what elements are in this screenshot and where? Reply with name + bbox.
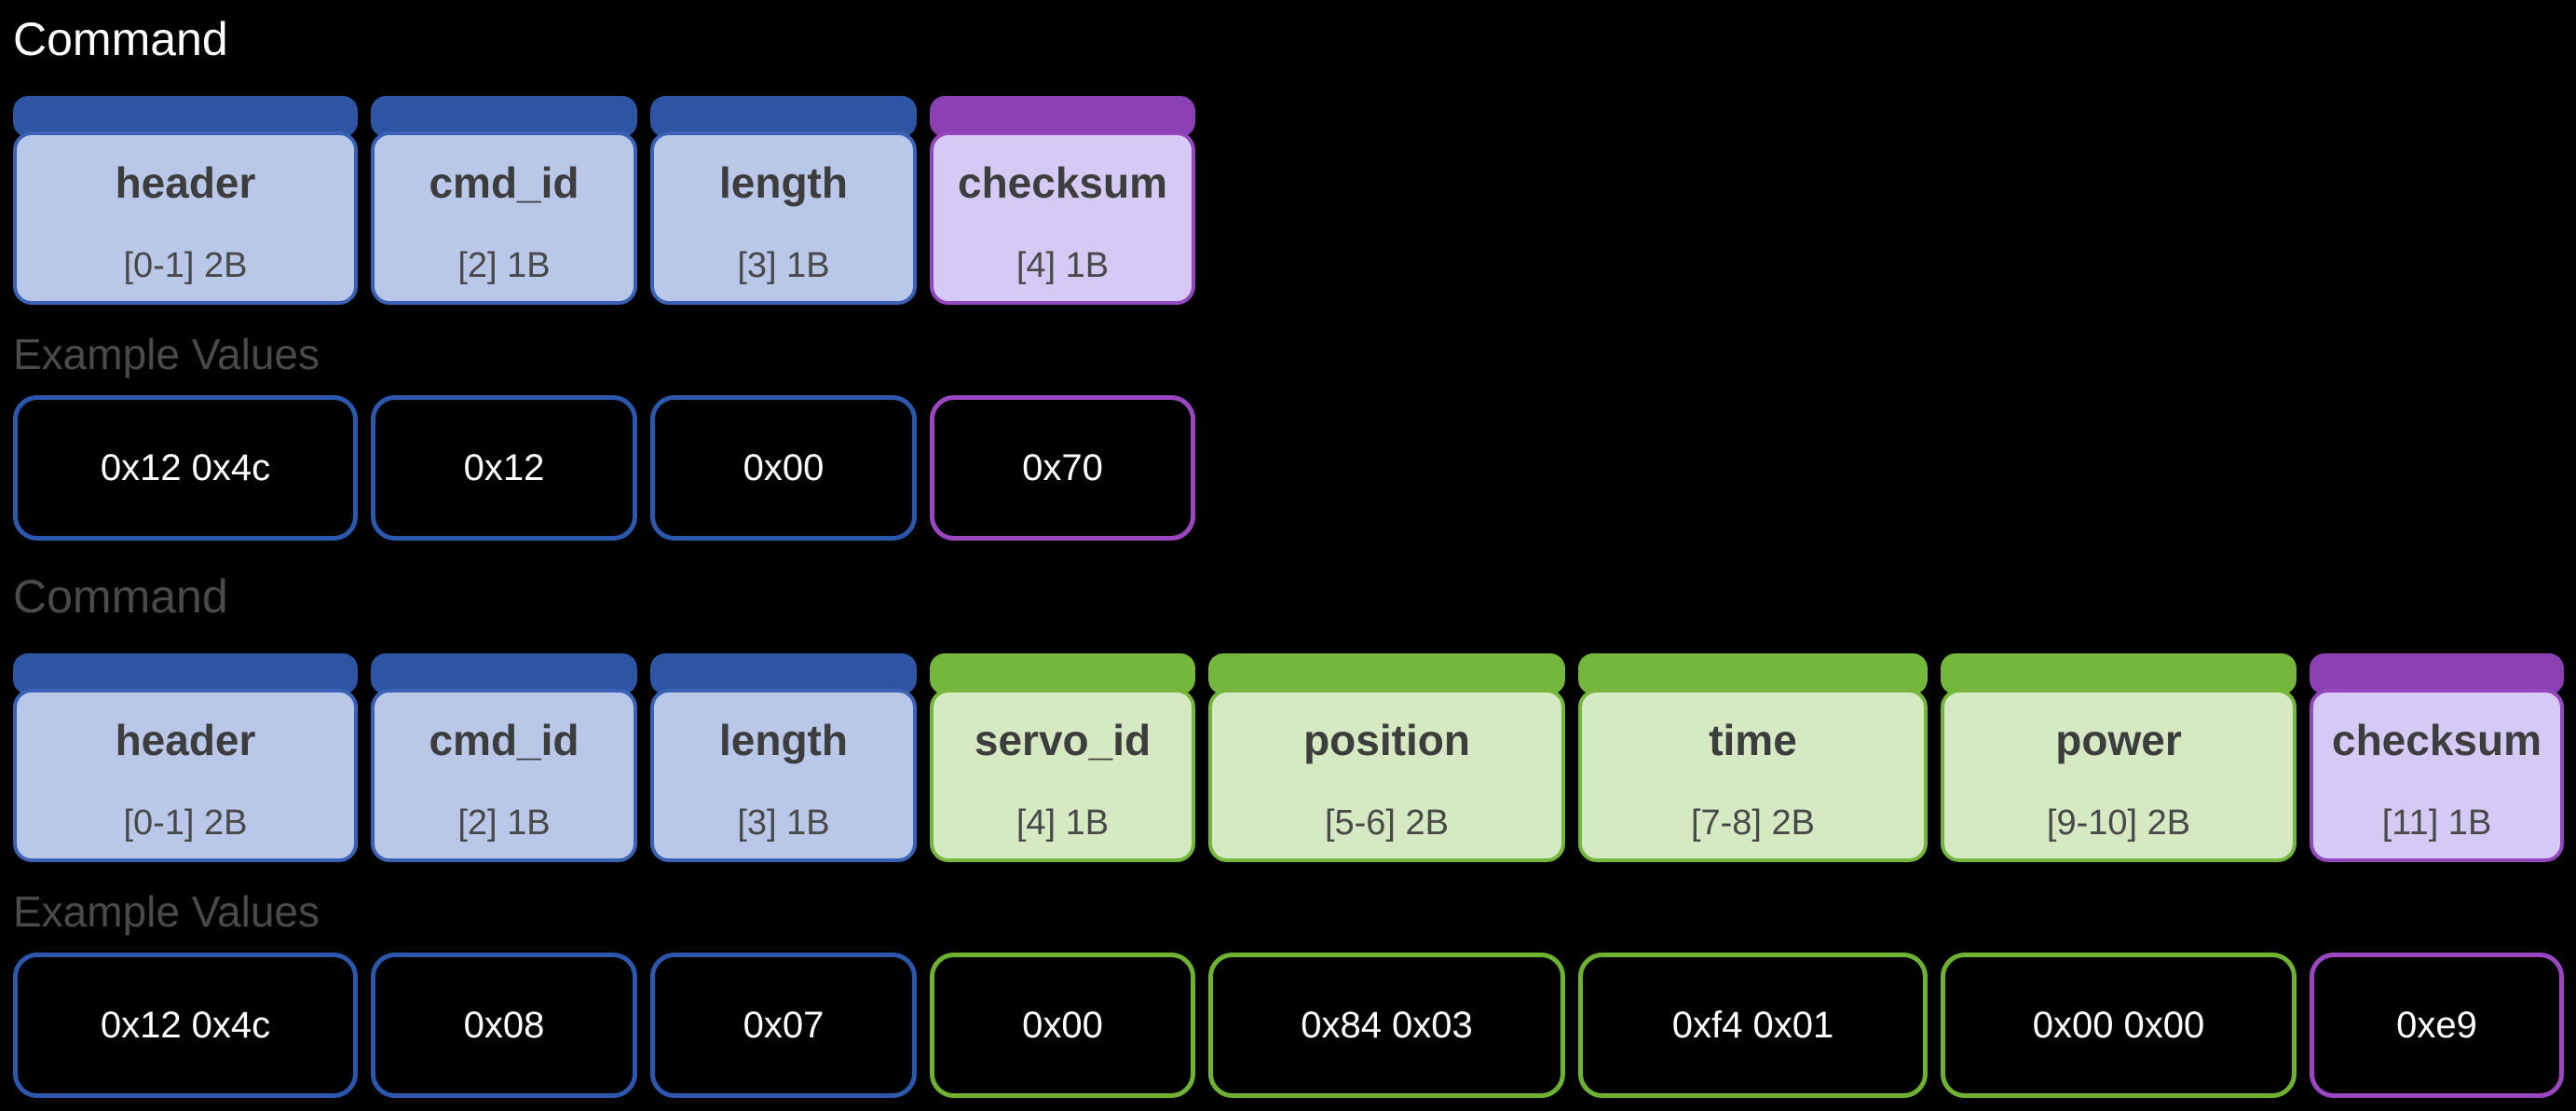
field-body: cmd_id [2] 1B <box>371 131 637 305</box>
field-cap <box>930 96 1195 137</box>
field-cap <box>650 653 917 694</box>
field-block-position: position [5-6] 2B <box>1208 653 1565 862</box>
example-value-box: 0x70 <box>930 395 1195 541</box>
field-body: length [3] 1B <box>650 131 917 305</box>
field-block-time: time [7-8] 2B <box>1578 653 1928 862</box>
example-values-row: 0x12 0x4c 0x08 0x07 0x00 0x84 0x03 0xf4 … <box>0 953 2576 1098</box>
field-bytes: [3] 1B <box>737 246 830 285</box>
field-block-length: length [3] 1B <box>650 96 917 305</box>
field-block-header: header [0-1] 2B <box>13 653 358 862</box>
example-values-row: 0x12 0x4c 0x12 0x00 0x70 <box>0 395 2576 541</box>
section-title: Command <box>13 13 228 65</box>
example-value-box: 0x12 0x4c <box>13 395 358 541</box>
field-body: power [9-10] 2B <box>1941 689 2297 862</box>
field-cap <box>650 96 917 137</box>
field-bytes: [2] 1B <box>457 803 551 843</box>
field-block-checksum: checksum [11] 1B <box>2310 653 2564 862</box>
field-name: length <box>719 716 848 764</box>
field-cap <box>13 653 358 694</box>
field-body: cmd_id [2] 1B <box>371 689 637 862</box>
field-block-power: power [9-10] 2B <box>1941 653 2297 862</box>
field-cap <box>930 653 1195 694</box>
field-bytes: [9-10] 2B <box>2046 803 2191 843</box>
field-name: time <box>1709 716 1797 764</box>
example-value-box: 0x12 0x4c <box>13 953 358 1098</box>
field-name: header <box>115 158 256 207</box>
example-value-box: 0xe9 <box>2310 953 2564 1098</box>
field-bytes: [0-1] 2B <box>123 246 248 285</box>
command-section-1: Command header [0-1] 2B cmd_id [2] 1B le… <box>0 11 2576 541</box>
field-name: cmd_id <box>429 716 579 764</box>
example-value-box: 0x08 <box>371 953 637 1098</box>
field-name: checksum <box>957 158 1167 207</box>
field-name: servo_id <box>974 716 1152 764</box>
field-bytes: [4] 1B <box>1015 246 1110 285</box>
field-name: power <box>2055 716 2182 764</box>
field-body: length [3] 1B <box>650 689 917 862</box>
field-body: servo_id [4] 1B <box>930 689 1195 862</box>
field-name: length <box>719 158 848 207</box>
field-bytes: [11] 1B <box>2381 803 2492 843</box>
field-cap <box>1578 653 1928 694</box>
field-block-servo-id: servo_id [4] 1B <box>930 653 1195 862</box>
example-value-box: 0x00 <box>650 395 917 541</box>
field-block-cmd-id: cmd_id [2] 1B <box>371 653 637 862</box>
field-bytes: [7-8] 2B <box>1690 803 1816 843</box>
field-bytes: [4] 1B <box>1015 803 1110 843</box>
field-cap <box>1208 653 1565 694</box>
example-value-box: 0x00 <box>930 953 1195 1098</box>
field-block-checksum: checksum [4] 1B <box>930 96 1195 305</box>
field-name: position <box>1303 716 1470 764</box>
example-values-label: Example Values <box>13 887 320 936</box>
field-block-header: header [0-1] 2B <box>13 96 358 305</box>
field-body: checksum [4] 1B <box>930 131 1195 305</box>
field-name: checksum <box>2331 716 2542 764</box>
field-bytes: [2] 1B <box>457 246 551 285</box>
example-value-box: 0x84 0x03 <box>1208 953 1565 1098</box>
field-bytes: [5-6] 2B <box>1324 803 1450 843</box>
section-title: Command <box>13 570 228 623</box>
field-bytes: [3] 1B <box>737 803 830 843</box>
command-section-2: Command header [0-1] 2B cmd_id [2] 1B le… <box>0 569 2576 1098</box>
example-values-label: Example Values <box>13 330 320 378</box>
field-cap <box>2310 653 2564 694</box>
field-body: header [0-1] 2B <box>13 689 358 862</box>
field-name: header <box>115 716 256 764</box>
field-block-cmd-id: cmd_id [2] 1B <box>371 96 637 305</box>
field-bytes: [0-1] 2B <box>123 803 248 843</box>
field-block-length: length [3] 1B <box>650 653 917 862</box>
field-cap <box>13 96 358 137</box>
field-body: position [5-6] 2B <box>1208 689 1565 862</box>
packet-fields-row: header [0-1] 2B cmd_id [2] 1B length [3]… <box>0 96 2576 305</box>
field-body: checksum [11] 1B <box>2310 689 2564 862</box>
field-body: header [0-1] 2B <box>13 131 358 305</box>
field-name: cmd_id <box>429 158 579 207</box>
field-cap <box>371 653 637 694</box>
field-cap <box>1941 653 2297 694</box>
example-value-box: 0x12 <box>371 395 637 541</box>
example-value-box: 0x07 <box>650 953 917 1098</box>
example-value-box: 0x00 0x00 <box>1941 953 2297 1098</box>
example-value-box: 0xf4 0x01 <box>1578 953 1928 1098</box>
packet-fields-row: header [0-1] 2B cmd_id [2] 1B length [3]… <box>0 653 2576 862</box>
field-cap <box>371 96 637 137</box>
field-body: time [7-8] 2B <box>1578 689 1928 862</box>
